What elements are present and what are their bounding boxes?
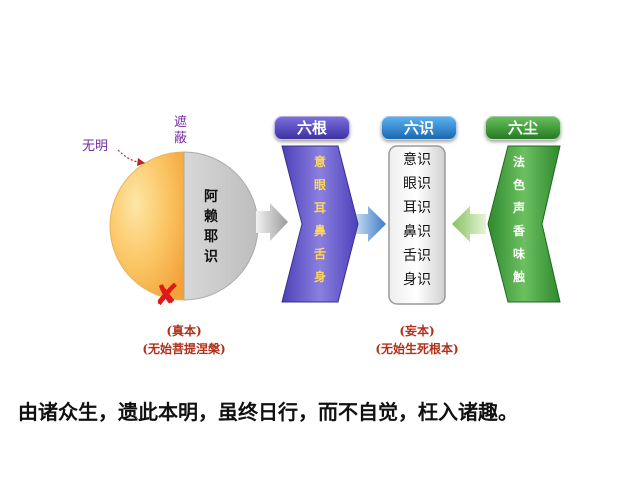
liuchen-column [487,145,561,303]
list-item: 声 [512,201,525,215]
tab-liugen: 六根 [274,116,350,140]
list-item: 鼻 [313,224,326,238]
list-item: 身识 [403,272,431,288]
list-item: 眼识 [403,176,431,192]
zhen-ben-label: (真本) [166,324,202,338]
liuchen-items: 法 色 声 香 味 触 [507,156,531,294]
wang-ben-label: (妄本) [399,324,435,338]
arrow-liuchen-to-liushi [452,206,486,242]
zhebi-label: 遮 蔽 [174,115,188,146]
wuming-arrow [117,149,139,163]
zhen-ben-desc: (无始菩提涅槃) [142,342,226,356]
list-item: 法 [512,155,525,169]
list-item: 眼 [313,178,326,192]
list-item: 身 [313,270,326,284]
list-item: 耳 [313,201,326,215]
liushi-box [388,145,446,305]
wang-ben-desc: (无始生死根本) [375,342,459,356]
liushi-items: 意识 眼识 耳识 鼻识 舌识 身识 [389,153,445,297]
alaya-label: 阿 赖 耶 识 [204,189,218,265]
list-item: 耳识 [403,200,431,216]
list-item: 意识 [403,152,431,168]
circle-true-half [109,151,185,301]
list-item: 舌 [313,247,326,261]
liugen-items: 意 眼 耳 鼻 舌 身 [308,156,332,294]
circle-alaya-half [183,151,259,301]
list-item: 味 [512,247,525,261]
list-item: 鼻识 [403,224,431,240]
cross-icon: ✘ [154,278,180,313]
liugen-column [281,145,359,303]
caption: 由诸众生，遗此本明，虽终日行，而不自觉，枉入诸趣。 [18,400,518,424]
list-item: 舌识 [403,248,431,264]
wuming-label: 无明 [82,139,109,154]
tab-liushi: 六识 [381,116,457,140]
list-item: 香 [512,224,525,238]
arrow-liugen-to-liushi [352,206,386,242]
list-item: 触 [512,270,525,284]
arrow-circle-to-liugen [256,203,288,241]
tab-liuchen: 六尘 [485,116,561,140]
list-item: 色 [512,178,525,192]
list-item: 意 [313,155,326,169]
